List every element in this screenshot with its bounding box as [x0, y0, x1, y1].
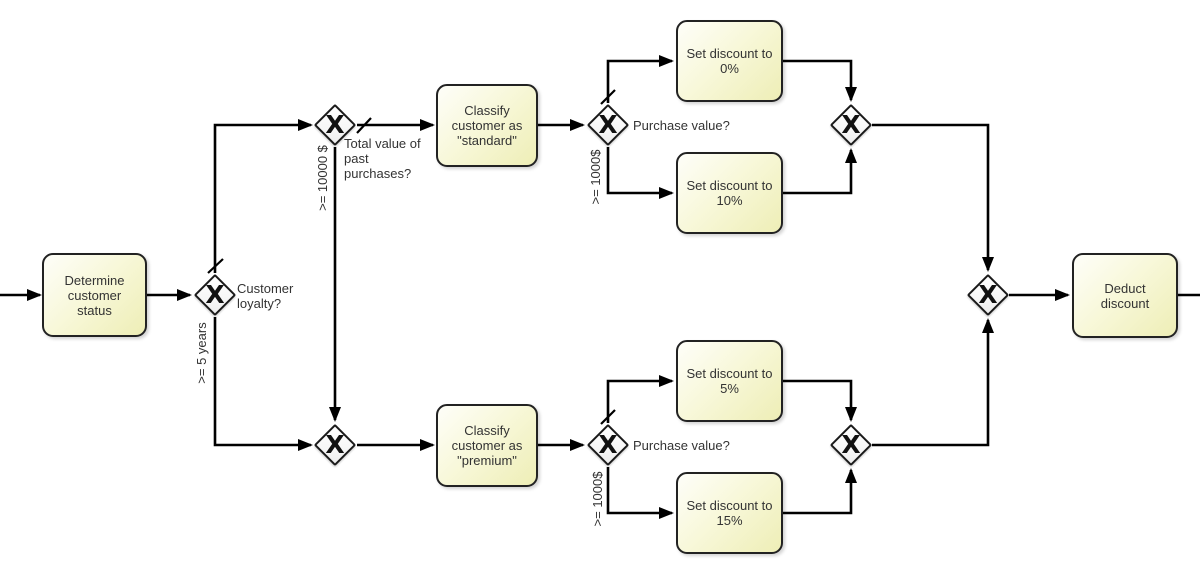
edge-label-past-purchases-10000: >= 10000 $: [315, 145, 330, 211]
gateway-customer-loyalty[interactable]: X: [193, 273, 237, 317]
flow-merge-standard-to-final: [872, 123, 994, 272]
gateway-purchase-value-standard[interactable]: X: [586, 103, 630, 147]
exclusive-gateway-x-icon: X: [841, 429, 861, 459]
task-set-discount-10[interactable]: Set discount to 10%: [676, 152, 783, 234]
flow-loyalty-default-up: [213, 119, 313, 273]
flow-set10-to-merge: [783, 148, 857, 195]
exclusive-gateway-x-icon: X: [598, 429, 618, 459]
flow-loyalty-5years-down: [213, 317, 313, 451]
gateway-total-past-purchases[interactable]: X: [313, 103, 357, 147]
default-marker-purchase-top: [600, 89, 616, 105]
gateway-label-purchase-value-premium: Purchase value?: [633, 438, 730, 453]
edge-label-loyalty-5-years: >= 5 years: [194, 322, 209, 384]
task-set-discount-15[interactable]: Set discount to 15%: [676, 472, 783, 554]
flow-set0-to-merge: [783, 59, 857, 102]
flow-purchase-bottom-default: [606, 375, 674, 423]
exclusive-gateway-x-icon: X: [325, 429, 345, 459]
flow-purchase-bottom-1000: [606, 467, 674, 519]
gateway-merge-premium[interactable]: X: [829, 423, 873, 467]
flow-set15-to-merge: [783, 468, 857, 515]
task-deduct-discount[interactable]: Deduct discount: [1072, 253, 1178, 338]
task-determine-customer-status[interactable]: Determine customer status: [42, 253, 147, 337]
default-marker-pastvalue: [356, 117, 372, 134]
task-set-discount-0[interactable]: Set discount to 0%: [676, 20, 783, 102]
task-set-discount-5[interactable]: Set discount to 5%: [676, 340, 783, 422]
flow-purchase-top-default: [606, 55, 674, 103]
gateway-merge-standard[interactable]: X: [829, 103, 873, 147]
exclusive-gateway-x-icon: X: [841, 109, 861, 139]
exclusive-gateway-x-icon: X: [978, 279, 998, 309]
exclusive-gateway-x-icon: X: [205, 279, 225, 309]
edge-label-purchase-1000-standard: >= 1000$: [588, 149, 603, 205]
gateway-label-total-past-purchases: Total value of past purchases?: [344, 136, 421, 181]
task-classify-standard[interactable]: Classify customer as "standard": [436, 84, 538, 167]
default-marker-purchase-bottom: [600, 409, 616, 425]
gateway-purchase-value-premium[interactable]: X: [586, 423, 630, 467]
default-marker-loyalty: [207, 258, 224, 274]
flow-set5-to-merge: [783, 379, 857, 422]
gateway-label-customer-loyalty: Customer loyalty?: [237, 281, 294, 311]
gateway-label-purchase-value-standard: Purchase value?: [633, 118, 730, 133]
task-classify-premium[interactable]: Classify customer as "premium": [436, 404, 538, 487]
exclusive-gateway-x-icon: X: [598, 109, 618, 139]
flow-merge-premium-to-final: [872, 318, 994, 447]
edge-label-purchase-1000-premium: >= 1000$: [590, 471, 605, 527]
flow-purchase-top-1000: [606, 147, 674, 199]
gateway-merge-into-premium[interactable]: X: [313, 423, 357, 467]
gateway-merge-final[interactable]: X: [966, 273, 1010, 317]
exclusive-gateway-x-icon: X: [325, 109, 345, 139]
